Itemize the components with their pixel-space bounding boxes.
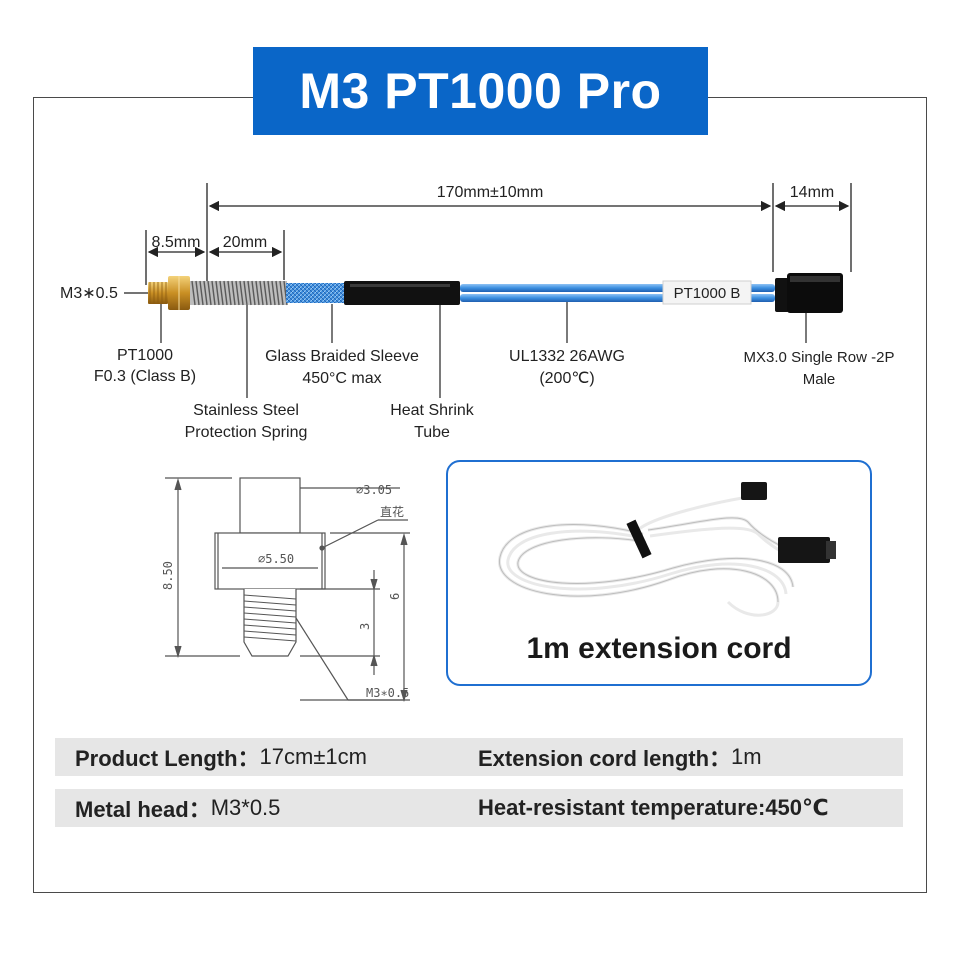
technical-drawing <box>165 477 410 703</box>
dimension-head: 8.5mm <box>145 230 206 285</box>
extension-cord-panel: 1m extension cord <box>446 460 872 686</box>
extension-caption: 1m extension cord <box>526 632 792 665</box>
brass-head <box>148 276 190 310</box>
wire-tag <box>662 280 752 305</box>
sensor-label-1: PT1000 <box>117 347 173 364</box>
connector-latch <box>826 541 836 559</box>
knurl-label: 直花 <box>380 504 404 519</box>
dia-top-label: ∅3.05 <box>356 483 392 497</box>
shrink-label-1: Heat Shrink <box>390 402 475 419</box>
height-label: 8.50 <box>161 561 175 590</box>
spec-row: Product Length： 17cm±1cm Extension cord … <box>55 738 903 776</box>
spring-label-1: Stainless Steel <box>193 402 299 419</box>
glass-braided-sleeve <box>286 283 346 303</box>
extension-cord-image <box>498 482 836 617</box>
spec-left: Metal head： M3*0.5 <box>75 789 280 827</box>
spring-length-label: 20mm <box>223 234 267 251</box>
wire-tag-label: PT1000 B <box>674 285 741 302</box>
dimension-spring: 20mm <box>208 230 285 280</box>
shrink-label-2: Tube <box>414 424 450 441</box>
connector-small <box>741 482 767 500</box>
page-title: M3 PT1000 Pro <box>299 63 662 119</box>
connector-label-1: MX3.0 Single Row -2P <box>744 349 895 366</box>
spec-right: Heat-resistant temperature: 450℃ <box>478 789 829 827</box>
mx-connector <box>775 273 843 313</box>
connector-length-label: 14mm <box>790 184 834 201</box>
spec-value: M3*0.5 <box>210 795 281 820</box>
spec-value: 17cm±1cm <box>259 744 367 769</box>
connector-label-2: Male <box>803 371 836 388</box>
spec-left: Product Length： 17cm±1cm <box>75 738 367 776</box>
connector-large <box>778 537 830 563</box>
protection-spring <box>190 280 288 306</box>
thread-length-label: 3 <box>358 623 372 630</box>
spec-key: Metal head： <box>75 797 211 822</box>
thread-spec-label: M3∗0.5 <box>366 686 409 700</box>
wire-label-2: (200℃) <box>539 370 594 387</box>
dimension-connector: 14mm <box>774 183 852 272</box>
spring-label-2: Protection Spring <box>185 424 308 441</box>
spec-key: Extension cord length： <box>478 746 732 771</box>
spec-key: Heat-resistant temperature: <box>478 795 766 820</box>
wire-label-1: UL1332 26AWG <box>509 348 625 365</box>
spec-key: Product Length： <box>75 746 260 771</box>
head-length-label: 8.5mm <box>152 234 201 251</box>
thread-height-label: 6 <box>388 593 402 600</box>
total-length-label: 170mm±10mm <box>437 184 544 201</box>
sleeve-label-1: Glass Braided Sleeve <box>265 348 419 365</box>
dia-body-label: ∅5.50 <box>258 552 294 566</box>
spec-value: 1m <box>731 744 762 769</box>
sleeve-label-2: 450°C max <box>302 370 381 387</box>
dimension-total: 170mm±10mm <box>206 183 774 285</box>
heat-shrink-highlight <box>350 284 450 287</box>
spec-row: Metal head： M3*0.5 Heat-resistant temper… <box>55 789 903 827</box>
sensor-label-2: F0.3 (Class B) <box>94 368 196 385</box>
cable-tie <box>626 519 652 559</box>
callout-leaders <box>160 302 807 398</box>
spec-right: Extension cord length： 1m <box>478 738 762 776</box>
title-banner: M3 PT1000 Pro <box>253 47 708 135</box>
thread-label: M3∗0.5 <box>60 285 118 302</box>
spec-value: 450℃ <box>765 795 829 820</box>
